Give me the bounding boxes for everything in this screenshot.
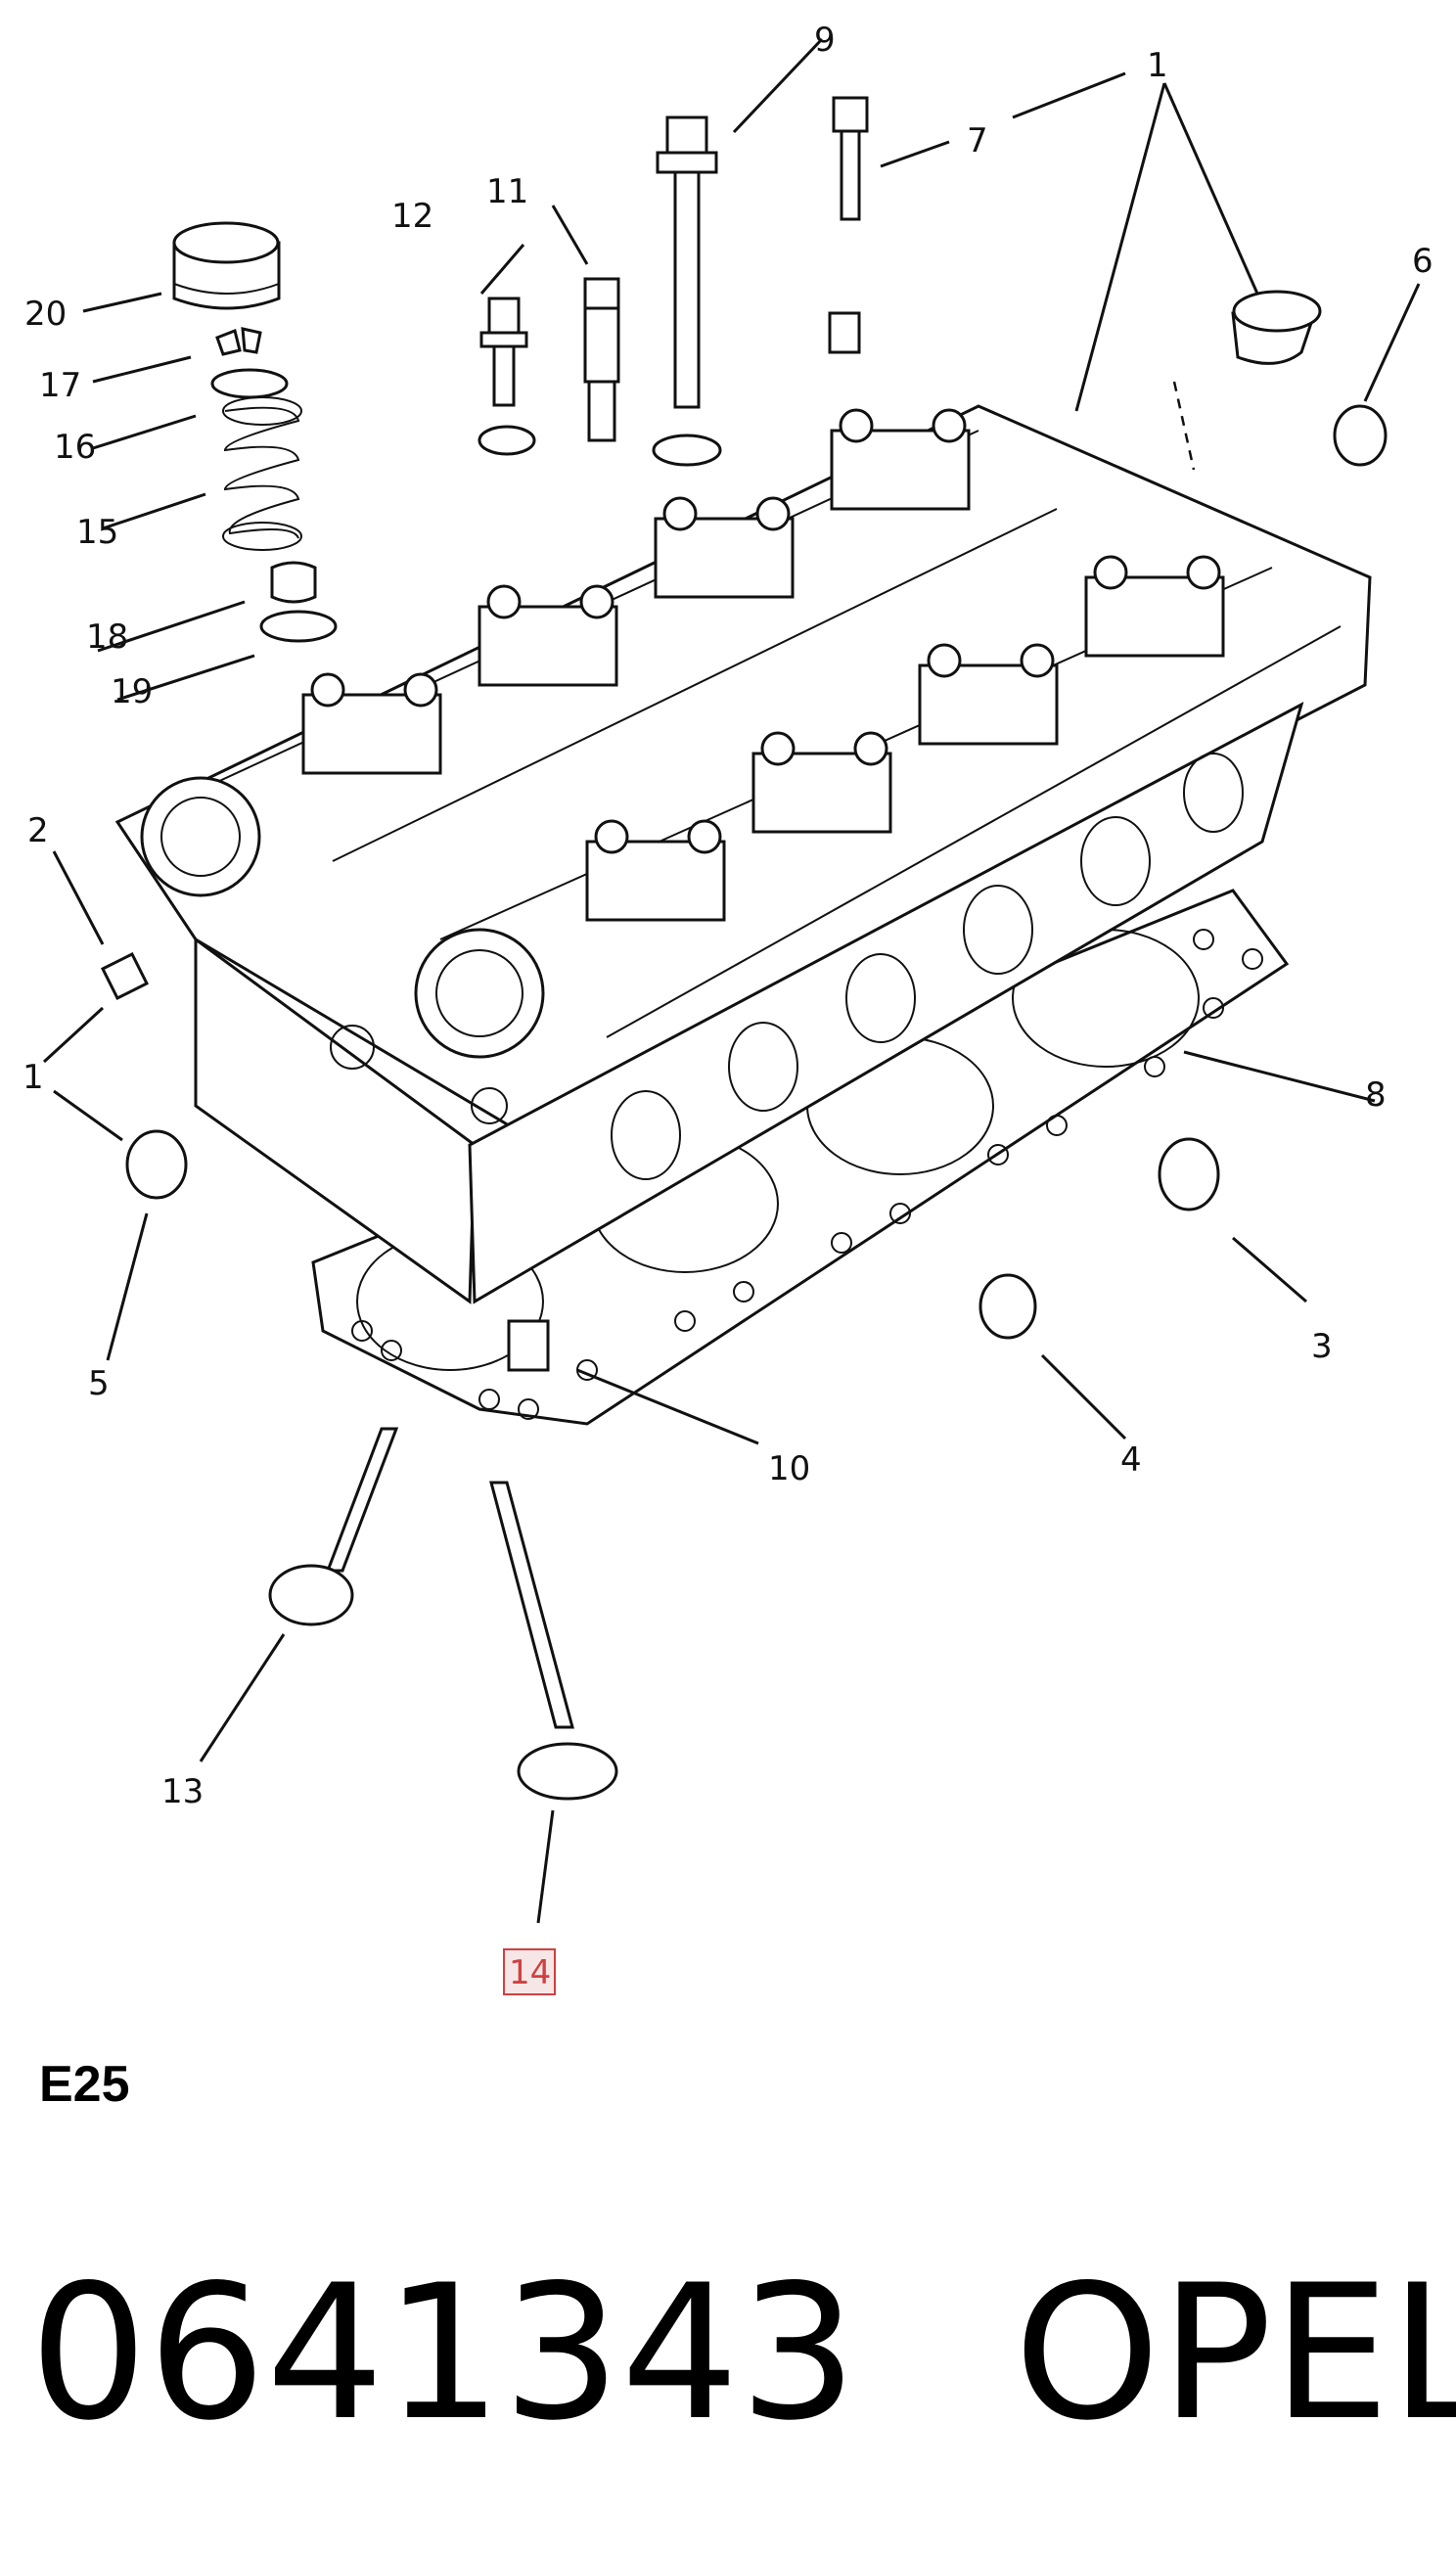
plug-cap <box>1333 404 1388 467</box>
leader-lines <box>42 37 1421 1924</box>
callout-19: 19 <box>111 672 153 711</box>
hydraulic-lifter <box>172 221 281 310</box>
callout-20: 20 <box>24 295 67 334</box>
callout-6: 6 <box>1412 242 1433 281</box>
callout-13: 13 <box>161 1772 204 1811</box>
callout-8: 8 <box>1365 1075 1387 1115</box>
callout-17: 17 <box>39 366 81 405</box>
section-code: E25 <box>39 2056 130 2113</box>
cylinder-head <box>114 381 1372 1304</box>
head-gasket <box>311 889 1290 1426</box>
callout-16: 16 <box>54 428 96 467</box>
spring-seat <box>259 610 338 643</box>
bush-top <box>1231 290 1322 365</box>
callout-12: 12 <box>391 197 433 236</box>
bush-left <box>125 1129 188 1200</box>
footer-caption: 0641343 OPEL <box>29 2241 1456 2466</box>
callout-14: 14 <box>509 1953 551 1992</box>
intake-valve <box>268 1427 399 1626</box>
sealing-plug-large <box>1158 1137 1220 1211</box>
callout-10: 10 <box>768 1449 810 1488</box>
callout-3: 3 <box>1311 1327 1333 1366</box>
valve-keepers <box>215 327 262 356</box>
callout-1-top: 1 <box>1147 46 1168 85</box>
brand-name: OPEL <box>1014 2245 1456 2461</box>
callout-4: 4 <box>1120 1440 1142 1480</box>
callout-5: 5 <box>88 1364 110 1403</box>
dowel-pin <box>507 1319 550 1372</box>
sealing-plug-small <box>978 1273 1037 1340</box>
callout-labels: 9 1 7 11 12 6 20 17 16 15 18 19 2 1 8 5 … <box>23 21 1433 1995</box>
exhaust-valve <box>489 1481 618 1801</box>
callout-1-left: 1 <box>23 1058 44 1097</box>
callout-7: 7 <box>967 121 988 160</box>
bolt-short <box>478 297 536 456</box>
stud-bolt <box>583 277 620 442</box>
callout-9: 9 <box>814 21 836 60</box>
callout-18: 18 <box>86 617 128 657</box>
callout-2: 2 <box>27 811 49 850</box>
part-number: 0641343 <box>29 2245 858 2461</box>
spring-retainer <box>210 368 289 399</box>
dowel-sleeve <box>828 311 861 354</box>
exploded-parts-diagram: 9 1 7 11 12 6 20 17 16 15 18 19 2 1 8 5 … <box>23 21 1433 1995</box>
valve-spring <box>222 396 302 551</box>
callout-11: 11 <box>486 172 528 211</box>
callout-15: 15 <box>76 513 118 552</box>
valve-stem-seal <box>270 561 317 604</box>
grub-screw <box>100 951 150 1001</box>
head-bolt-long <box>652 115 722 467</box>
callout-14-highlight <box>503 1948 556 1995</box>
bolt-medium <box>832 96 869 221</box>
